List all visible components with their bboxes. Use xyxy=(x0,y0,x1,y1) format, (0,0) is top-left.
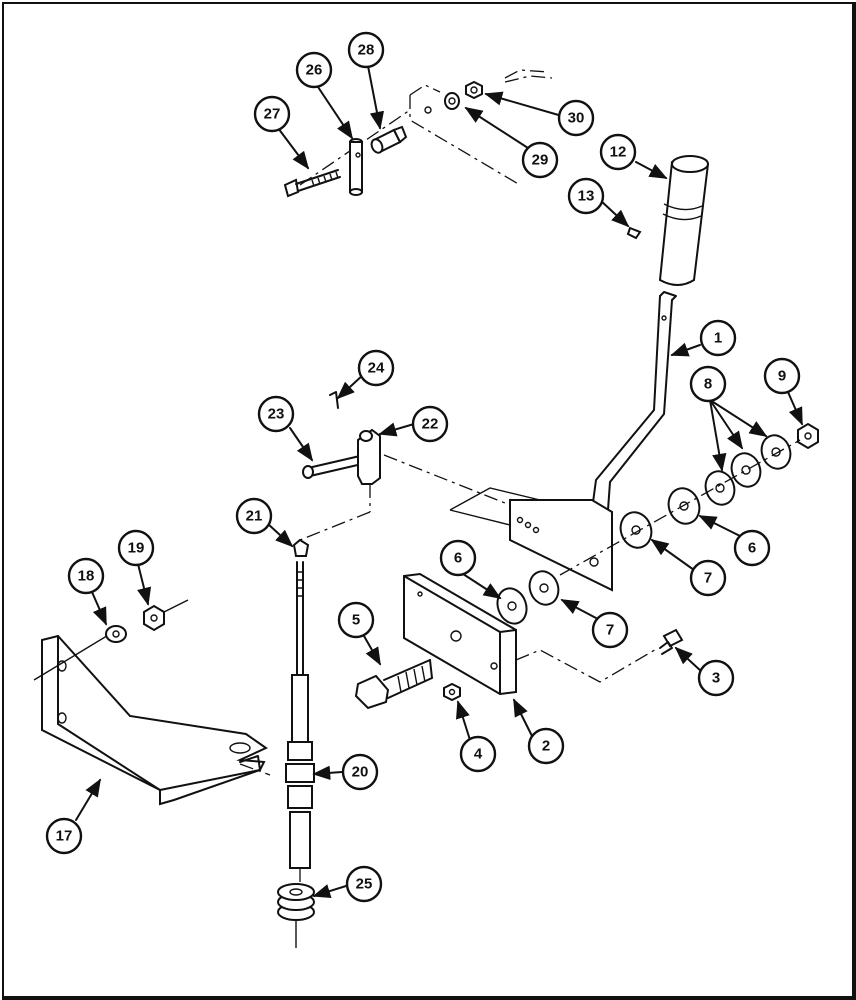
svg-text:6: 6 xyxy=(748,540,756,557)
svg-text:6: 6 xyxy=(454,550,462,567)
clevis-22 xyxy=(357,428,381,485)
callout-30: 30 xyxy=(557,99,595,137)
bolt-27 xyxy=(283,169,341,198)
svg-text:28: 28 xyxy=(358,42,375,59)
nut-30 xyxy=(465,80,483,100)
adjuster-20 xyxy=(285,763,315,783)
svg-text:25: 25 xyxy=(356,876,373,893)
callout-5: 5 xyxy=(337,601,375,639)
callout-8: 8 xyxy=(689,365,727,403)
nut-9 xyxy=(797,422,819,450)
callout-6-right: 6 xyxy=(733,529,771,567)
callout-1: 1 xyxy=(699,319,737,357)
callout-3: 3 xyxy=(697,659,735,697)
pin-26 xyxy=(349,138,363,196)
callout-17: 17 xyxy=(45,817,83,855)
svg-text:12: 12 xyxy=(610,144,627,161)
callout-23: 23 xyxy=(257,395,295,433)
washer-6 xyxy=(496,587,528,625)
svg-text:3: 3 xyxy=(712,670,720,687)
washer-stack xyxy=(559,422,819,576)
knob-12 xyxy=(658,155,710,286)
callout-24: 24 xyxy=(357,349,395,387)
callout-27: 27 xyxy=(253,95,291,133)
screw-3 xyxy=(659,628,684,655)
svg-text:19: 19 xyxy=(128,540,145,557)
svg-text:9: 9 xyxy=(778,368,786,385)
callout-25: 25 xyxy=(345,865,383,903)
svg-text:13: 13 xyxy=(578,188,595,205)
callout-26: 26 xyxy=(295,51,333,89)
callout-7-right: 7 xyxy=(689,559,727,597)
svg-text:23: 23 xyxy=(268,406,285,423)
svg-text:1: 1 xyxy=(714,330,722,347)
pivot-assembly xyxy=(283,69,553,198)
cotter-pin-24 xyxy=(329,391,339,409)
callout-9: 9 xyxy=(763,357,801,395)
bracket-17 xyxy=(41,634,268,806)
svg-text:21: 21 xyxy=(246,508,263,525)
svg-text:17: 17 xyxy=(56,828,73,845)
svg-text:20: 20 xyxy=(352,764,369,781)
svg-text:30: 30 xyxy=(568,110,585,127)
svg-text:29: 29 xyxy=(532,152,549,169)
callout-12: 12 xyxy=(599,133,637,171)
callout-20: 20 xyxy=(341,753,379,791)
nut-19 xyxy=(143,604,165,632)
shift-lever-1 xyxy=(449,291,677,592)
callout-6-left: 6 xyxy=(439,539,477,577)
callout-7-left: 7 xyxy=(591,611,629,649)
callout-19: 19 xyxy=(117,529,155,567)
callout-22: 22 xyxy=(411,405,449,443)
callouts: 1 2 3 4 5 6 6 7 7 8 9 12 13 17 18 19 20 … xyxy=(45,31,801,903)
svg-text:18: 18 xyxy=(78,568,95,585)
nut-4 xyxy=(443,682,461,702)
clevis-assembly xyxy=(299,391,511,541)
svg-text:8: 8 xyxy=(704,376,712,393)
svg-text:2: 2 xyxy=(542,738,550,755)
svg-text:22: 22 xyxy=(422,416,439,433)
nut-21 xyxy=(292,538,310,557)
svg-text:27: 27 xyxy=(264,106,281,123)
callout-29: 29 xyxy=(521,141,559,179)
svg-text:26: 26 xyxy=(306,62,323,79)
svg-text:24: 24 xyxy=(368,360,385,377)
callout-18: 18 xyxy=(67,557,105,595)
callout-13: 13 xyxy=(567,177,605,215)
pin-23 xyxy=(306,454,364,478)
grommet-25 xyxy=(277,883,315,921)
leader-lines xyxy=(75,65,803,899)
svg-text:4: 4 xyxy=(474,746,483,763)
bolt-5 xyxy=(354,659,433,710)
bushing-28 xyxy=(370,125,408,154)
washer-18 xyxy=(105,625,127,643)
washer-7 xyxy=(528,570,560,606)
svg-text:5: 5 xyxy=(352,612,360,629)
svg-text:7: 7 xyxy=(606,622,614,639)
callout-4: 4 xyxy=(459,735,497,773)
set-screw-13 xyxy=(626,226,642,240)
svg-text:7: 7 xyxy=(704,570,712,587)
shift-rod xyxy=(277,538,315,948)
callout-21: 21 xyxy=(235,497,273,535)
callout-2: 2 xyxy=(527,727,565,765)
plate-2 xyxy=(403,572,517,696)
callout-28: 28 xyxy=(347,31,385,69)
washer-29 xyxy=(444,92,460,110)
